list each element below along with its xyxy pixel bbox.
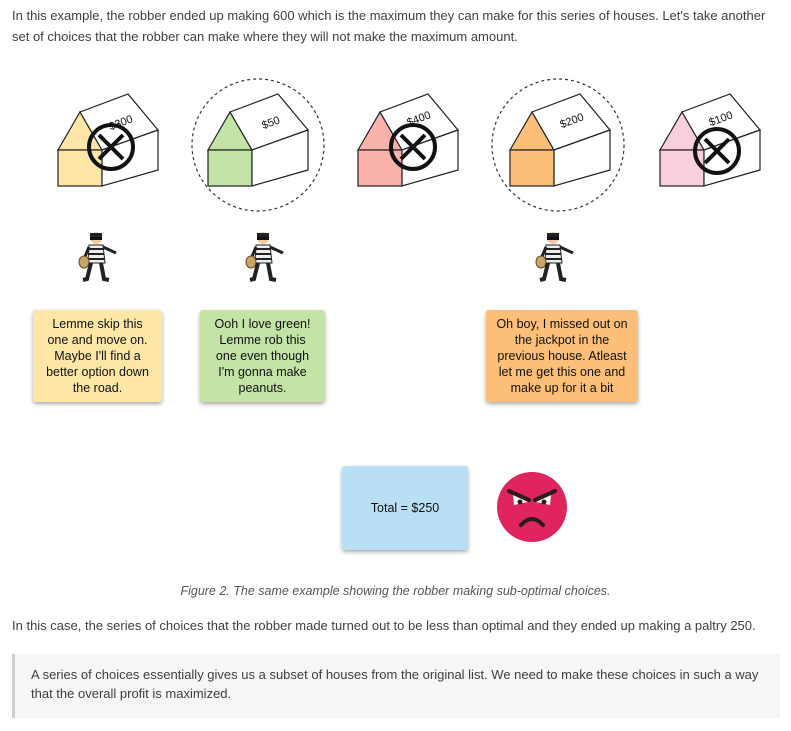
house-2: $50 xyxy=(191,78,325,212)
total-box: Total = $250 xyxy=(342,466,468,550)
note-skip-first: Lemme skip this one and move on. Maybe I… xyxy=(33,310,162,402)
house-5: $100 xyxy=(658,93,762,187)
skip-x-icon xyxy=(389,123,437,171)
note-text: Ooh I love green! Lemme rob this one eve… xyxy=(214,317,311,395)
house-3: $400 xyxy=(356,93,460,187)
robber-icon xyxy=(534,230,575,282)
selection-circle xyxy=(491,78,625,212)
robber-figure: $300 $50 $400 $200 xyxy=(56,78,762,542)
skip-x-icon xyxy=(87,123,135,171)
house-2-price: $50 xyxy=(260,114,281,132)
callout-block: A series of choices essentially gives us… xyxy=(12,654,780,718)
angry-face-icon xyxy=(497,472,567,542)
note-text: Lemme skip this one and move on. Maybe I… xyxy=(46,317,149,395)
selection-circle xyxy=(191,78,325,212)
figure-caption: Figure 2. The same example showing the r… xyxy=(180,584,611,598)
note-rob-orange: Oh boy, I missed out on the jackpot in t… xyxy=(486,310,638,402)
house-1: $300 xyxy=(56,93,160,187)
skip-x-icon xyxy=(693,127,741,175)
callout-text: A series of choices essentially gives us… xyxy=(31,667,759,701)
robber-icon xyxy=(77,230,118,282)
after-paragraph: In this case, the series of choices that… xyxy=(12,618,756,633)
house-4: $200 xyxy=(491,78,625,212)
total-label: Total = $250 xyxy=(370,501,440,515)
intro-paragraph: In this example, the robber ended up mak… xyxy=(12,8,766,44)
note-text: Oh boy, I missed out on the jackpot in t… xyxy=(496,317,628,395)
robber-icon xyxy=(244,230,285,282)
note-rob-green: Ooh I love green! Lemme rob this one eve… xyxy=(200,310,325,402)
